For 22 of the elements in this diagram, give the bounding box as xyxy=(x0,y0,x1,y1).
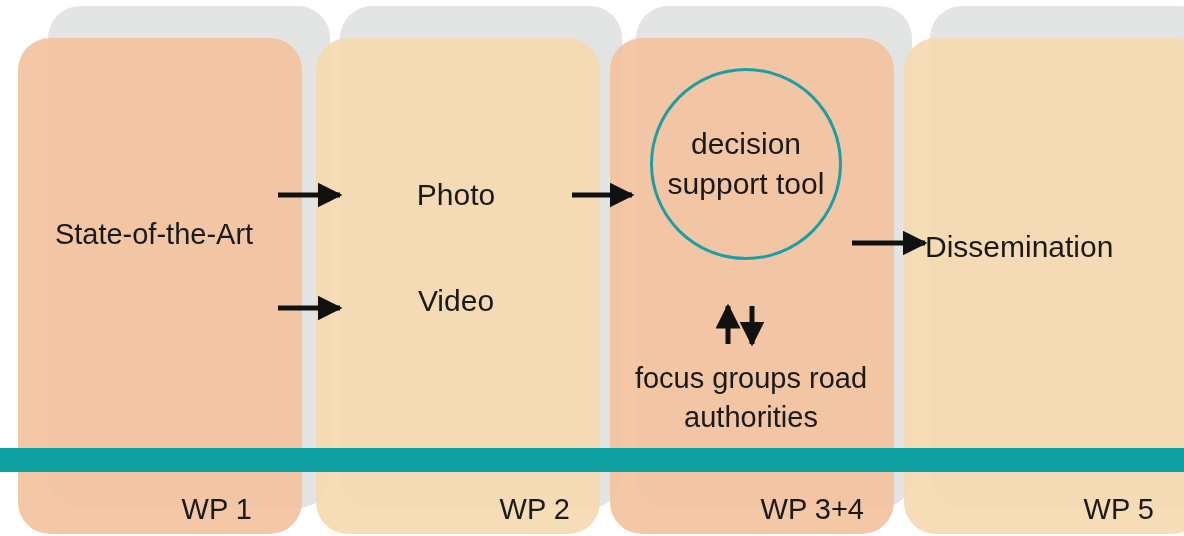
arrow xyxy=(739,306,765,347)
node-text: Video xyxy=(340,276,572,326)
node-text: focus groups road authorities xyxy=(612,352,890,444)
panel-label: WP 3+4 xyxy=(760,493,864,526)
arrow xyxy=(715,303,741,344)
work-package-panel xyxy=(610,38,894,534)
node-text: State-of-the-Art xyxy=(30,200,278,270)
tool-circle xyxy=(650,68,842,260)
arrow xyxy=(852,230,928,256)
arrow xyxy=(572,182,635,208)
work-package-panel xyxy=(904,38,1184,534)
node-text: Dissemination xyxy=(925,222,1180,272)
timeline-bar xyxy=(0,448,1184,472)
arrow xyxy=(278,182,343,208)
work-package-panel xyxy=(18,38,302,534)
arrow xyxy=(278,295,343,321)
panel-label: WP 2 xyxy=(499,493,570,526)
panel-label: WP 1 xyxy=(181,493,252,526)
node-text: Photo xyxy=(340,170,572,220)
work-package-panel xyxy=(316,38,600,534)
panel-label: WP 5 xyxy=(1083,493,1154,526)
circle-text: decision support tool xyxy=(666,125,826,202)
